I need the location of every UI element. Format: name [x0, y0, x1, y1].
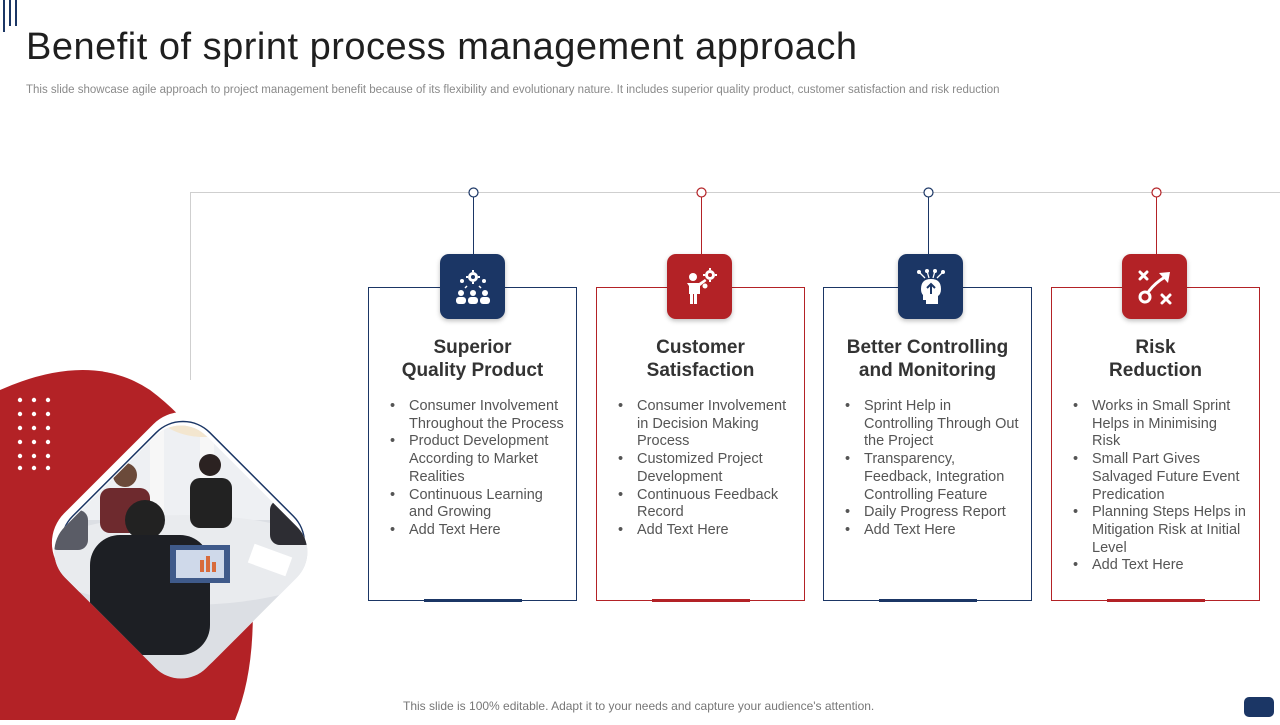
card-accent-bar — [1107, 599, 1205, 602]
list-item: Continuous Learning and Growing — [390, 487, 566, 522]
list-item: Product Development According to Market … — [390, 433, 566, 486]
head-network-icon — [898, 254, 963, 319]
team-gear-icon — [440, 254, 505, 319]
list-item: Planning Steps Helps in Mitigation Risk … — [1073, 504, 1249, 557]
list-item: Customized Project Development — [618, 451, 794, 486]
card-bullet-list: Sprint Help in Controlling Through Out t… — [824, 398, 1031, 540]
card-bullet-list: Consumer Involvement in Decision Making … — [597, 398, 804, 540]
card-accent-bar — [879, 599, 977, 602]
person-gear-icon — [667, 254, 732, 319]
corner-decoration — [3, 0, 17, 32]
card-bullet-list: Consumer Involvement Throughout the Proc… — [369, 398, 576, 540]
strategy-arrows-icon — [1122, 254, 1187, 319]
meeting-photo — [0, 370, 323, 720]
list-item: Transparency, Feedback, Integration Cont… — [845, 451, 1021, 504]
page-number-badge — [1244, 697, 1274, 717]
page-subtitle: This slide showcase agile approach to pr… — [26, 84, 1000, 96]
list-item: Consumer Involvement Throughout the Proc… — [390, 398, 566, 433]
list-item: Continuous Feedback Record — [618, 487, 794, 522]
list-item: Add Text Here — [618, 522, 794, 540]
list-item: Sprint Help in Controlling Through Out t… — [845, 398, 1021, 451]
page-title: Benefit of sprint process management app… — [26, 26, 858, 68]
list-item: Works in Small Sprint Helps in Minimisin… — [1073, 398, 1249, 451]
card-accent-bar — [652, 599, 750, 602]
list-item: Small Part Gives Salvaged Future Event P… — [1073, 451, 1249, 504]
meeting-photo-frame — [0, 360, 360, 720]
card-bullet-list: Works in Small Sprint Helps in Minimisin… — [1052, 398, 1259, 575]
list-item: Daily Progress Report — [845, 504, 1021, 522]
list-item: Consumer Involvement in Decision Making … — [618, 398, 794, 451]
list-item: Add Text Here — [390, 522, 566, 540]
list-item: Add Text Here — [845, 522, 1021, 540]
footer-note: This slide is 100% editable. Adapt it to… — [403, 699, 875, 713]
list-item: Add Text Here — [1073, 557, 1249, 575]
card-accent-bar — [424, 599, 522, 602]
